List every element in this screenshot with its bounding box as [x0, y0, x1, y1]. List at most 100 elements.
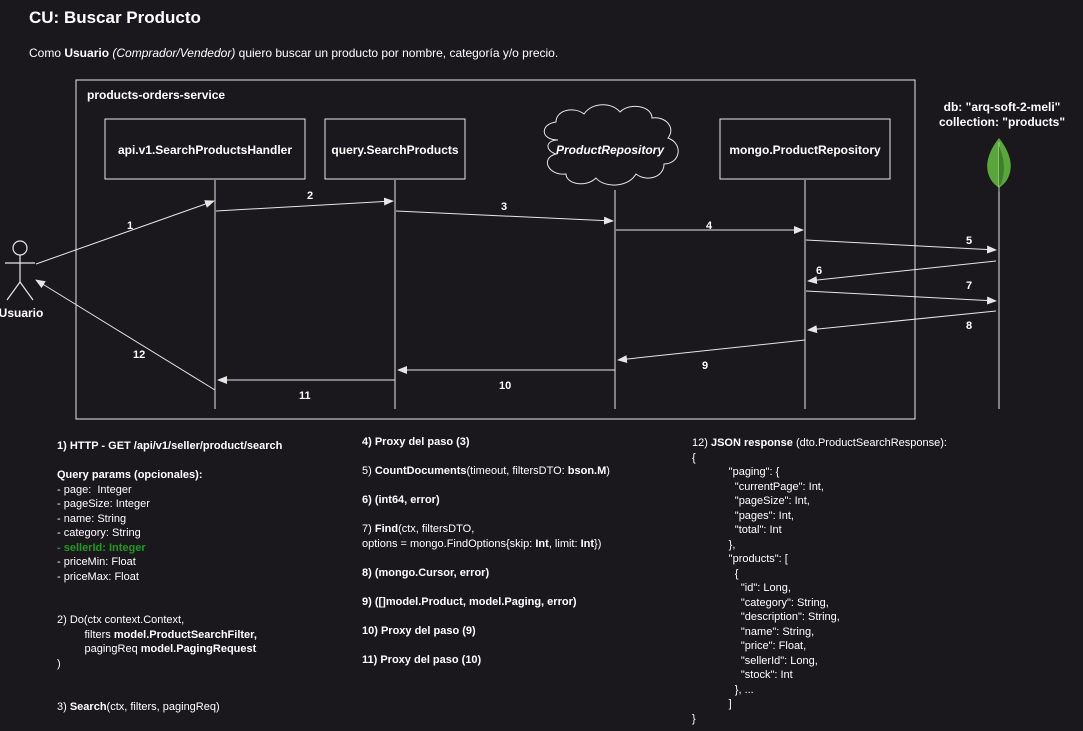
participant-query-label: query.SearchProducts: [331, 143, 458, 157]
page-title: CU: Buscar Producto: [29, 8, 201, 27]
note-7b: Find: [374, 523, 399, 535]
param-line: - page: Integer: [57, 483, 132, 496]
json-line: }, ...: [692, 683, 754, 696]
arrow-9: [617, 339, 806, 364]
msg-num-3: 3: [501, 201, 507, 213]
note-7c: (ctx, filtersDTO,: [398, 523, 475, 535]
note-2-line-3a: pagingReq: [57, 643, 141, 655]
note-12b: JSON response: [710, 437, 793, 449]
db-collection: collection: "products": [939, 115, 1065, 129]
mongodb-leaf-icon: [987, 138, 1011, 192]
arrow-2: [215, 197, 394, 212]
message-numbers: 1 2 3 4 5 6 7 8 9 10 11 12: [127, 190, 972, 402]
json-line: "paging": {: [692, 466, 780, 478]
actor-user-icon: [5, 240, 35, 301]
param-line: - priceMax: Float: [57, 570, 139, 583]
note-5a: 5): [362, 465, 375, 477]
note-3a: 3): [57, 701, 70, 713]
note-8: 8) (mongo.Cursor, error): [362, 566, 490, 579]
note-7d: options = mongo.FindOptions{skip:: [362, 537, 536, 550]
json-line: "stock": Int: [692, 669, 793, 681]
notes-left: 1) HTTP - GET /api/v1/seller/product/sea…: [57, 439, 282, 715]
arrow-1: [35, 200, 215, 265]
json-line: "price": Float,: [692, 640, 807, 652]
story-prefix: Como: [29, 46, 65, 60]
note-2-line-2a: filters: [57, 628, 114, 641]
note-7f: , limit:: [548, 537, 581, 550]
json-line: "products": [: [692, 553, 788, 565]
story-roles: (Comprador/Vendedor): [112, 46, 236, 60]
note-7a: 7): [362, 523, 375, 535]
json-line: "category": String,: [692, 596, 829, 609]
msg-num-10: 10: [499, 380, 511, 392]
json-line: "pages": Int,: [692, 509, 794, 522]
note-10: 10) Proxy del paso (9): [362, 624, 476, 637]
json-line: "name": String,: [692, 625, 815, 638]
msg-num-9: 9: [702, 360, 708, 372]
note-9: 9) ([]model.Product, model.Paging, error…: [362, 595, 577, 608]
story-suffix: quiero buscar un producto por nombre, ca…: [235, 46, 559, 60]
json-line: "id": Long,: [692, 582, 791, 594]
notes-right: 12) JSON response (dto.ProductSearchResp…: [692, 436, 947, 726]
note-7g: Int: [580, 537, 595, 550]
note-12a: 12): [692, 437, 711, 449]
json-line: {: [692, 451, 696, 464]
note-11: 11) Proxy del paso (10): [362, 653, 482, 666]
msg-num-5: 5: [966, 235, 972, 247]
note-5c: (timeout, filtersDTO:: [466, 465, 568, 477]
participant-mongo-repository: mongo.ProductRepository: [719, 118, 891, 180]
participant-handler: api.v1.SearchProductsHandler: [104, 118, 306, 180]
note-2-line-3b: model.PagingRequest: [140, 643, 257, 655]
participant-query: query.SearchProducts: [324, 118, 466, 180]
msg-num-8: 8: [966, 320, 972, 332]
json-line: "currentPage": Int,: [692, 480, 824, 493]
json-line: "pageSize": Int,: [692, 495, 810, 507]
participant-product-repository: ProductRepository: [543, 104, 679, 186]
json-line: },: [692, 538, 736, 551]
arrow-7: [805, 290, 997, 305]
cloud-shape: [543, 104, 679, 186]
msg-num-6: 6: [816, 265, 822, 277]
note-5b: CountDocuments: [374, 465, 467, 477]
note-12c: (dto.ProductSearchResponse):: [792, 437, 947, 449]
lifelines: [214, 180, 1000, 409]
param-line: - category: String: [57, 527, 141, 539]
msg-num-12: 12: [133, 349, 145, 361]
json-line: "sellerId": Long,: [692, 654, 818, 667]
note-5d: bson.M: [567, 465, 607, 477]
arrow-12: [35, 279, 216, 391]
message-arrows: [35, 197, 997, 391]
json-line: {: [692, 567, 739, 580]
user-story: Como Usuario (Comprador/Vendedor) quiero…: [29, 46, 558, 60]
param-line: - priceMin: Float: [57, 556, 136, 568]
arrow-3: [395, 210, 614, 225]
note-7h: }): [594, 537, 602, 550]
json-line: "total": Int: [692, 524, 782, 536]
param-line: - pageSize: Integer: [57, 498, 150, 510]
participant-product-repository-label: ProductRepository: [556, 143, 665, 157]
notes-middle: 4) Proxy del paso (3) 5) CountDocuments(…: [362, 435, 610, 667]
note-2-line-1: 2) Do(ctx context.Context,: [57, 614, 185, 626]
msg-num-2: 2: [307, 190, 313, 202]
msg-num-1: 1: [127, 220, 133, 232]
participant-handler-label: api.v1.SearchProductsHandler: [118, 143, 292, 157]
note-1-title: 1) HTTP - GET /api/v1/seller/product/sea…: [57, 440, 283, 452]
db-name: db: "arq-soft-2-meli": [944, 100, 1061, 114]
note-7e: Int: [535, 537, 549, 550]
note-2-line-4: ): [57, 657, 61, 670]
param-line: - name: String: [57, 512, 127, 525]
json-response-body: { "paging": { "currentPage": Int, "pageS…: [692, 452, 840, 725]
note-4: 4) Proxy del paso (3): [362, 436, 470, 448]
json-line: ]: [692, 698, 732, 710]
note-5e: ): [606, 465, 610, 477]
note-6: 6) (int64, error): [362, 494, 440, 506]
note-params-title: Query params (opcionales):: [57, 469, 203, 481]
msg-num-4: 4: [706, 220, 713, 232]
story-actor: Usuario: [64, 46, 110, 60]
service-name: products-orders-service: [87, 88, 225, 102]
note-3b: Search: [69, 701, 107, 713]
arrow-8: [807, 310, 997, 334]
json-line: "description": String,: [692, 611, 840, 623]
note-3c: (ctx, filters, pagingReq): [106, 701, 220, 713]
msg-num-7: 7: [966, 280, 972, 292]
